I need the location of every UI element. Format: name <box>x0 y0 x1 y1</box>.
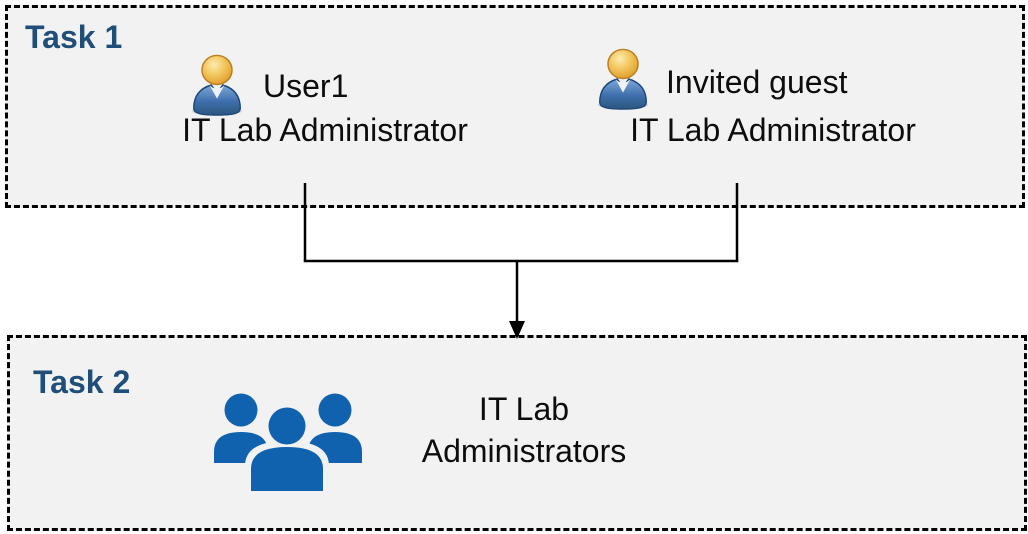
user1-role: IT Lab Administrator <box>182 112 468 148</box>
user1-name: User1 <box>263 68 349 104</box>
task2-label: Task 2 <box>33 364 131 400</box>
task1-label: Task 1 <box>25 19 123 55</box>
group-name: IT Lab Administrators <box>421 391 627 469</box>
people-group-icon <box>206 391 372 496</box>
task1-box: Task 1 User1 IT Lab Administrator Invite… <box>5 5 1025 208</box>
invited-guest-person-icon <box>592 48 654 115</box>
user1-person-icon <box>186 54 248 121</box>
task2-box: Task 2 IT Lab Admin <box>7 335 1027 531</box>
invited-guest-role: IT Lab Administrator <box>630 112 916 148</box>
invited-guest-name: Invited guest <box>666 64 848 100</box>
